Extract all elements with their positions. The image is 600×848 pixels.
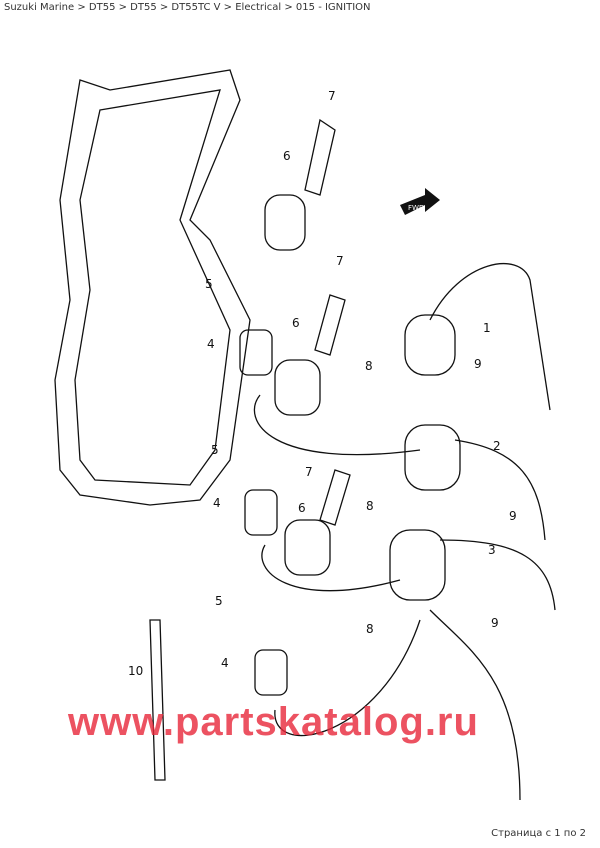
flywheel-cover bbox=[54, 69, 251, 506]
callout-6: 6 bbox=[292, 316, 300, 330]
callout-5: 5 bbox=[205, 277, 213, 291]
callout-4: 4 bbox=[207, 337, 215, 351]
callout-9: 9 bbox=[491, 616, 499, 630]
callout-8: 8 bbox=[365, 359, 373, 373]
fwd-arrow-icon: FWD bbox=[400, 188, 440, 215]
callout-5: 5 bbox=[211, 443, 219, 457]
callout-7: 7 bbox=[305, 465, 313, 479]
callout-4: 4 bbox=[213, 496, 221, 510]
breadcrumb[interactable]: Suzuki Marine > DT55 > DT55 > DT55TC V >… bbox=[4, 2, 371, 13]
callout-1: 1 bbox=[483, 321, 491, 335]
callout-9: 9 bbox=[474, 357, 482, 371]
callout-8: 8 bbox=[366, 622, 374, 636]
callout-6: 6 bbox=[283, 149, 291, 163]
callout-4: 4 bbox=[221, 656, 229, 670]
fwd-label: FWD bbox=[408, 204, 424, 212]
callout-2: 2 bbox=[493, 439, 501, 453]
callout-8: 8 bbox=[366, 499, 374, 513]
page-indicator: Страница с 1 по 2 bbox=[491, 828, 586, 839]
callout-5: 5 bbox=[215, 594, 223, 608]
watermark: www.partskatalog.ru bbox=[68, 700, 479, 744]
callout-10: 10 bbox=[128, 664, 143, 678]
callout-7: 7 bbox=[328, 89, 336, 103]
coils-and-caps bbox=[149, 118, 556, 801]
callout-3: 3 bbox=[488, 543, 496, 557]
callout-6: 6 bbox=[298, 501, 306, 515]
callout-9: 9 bbox=[509, 509, 517, 523]
callout-7: 7 bbox=[336, 254, 344, 268]
